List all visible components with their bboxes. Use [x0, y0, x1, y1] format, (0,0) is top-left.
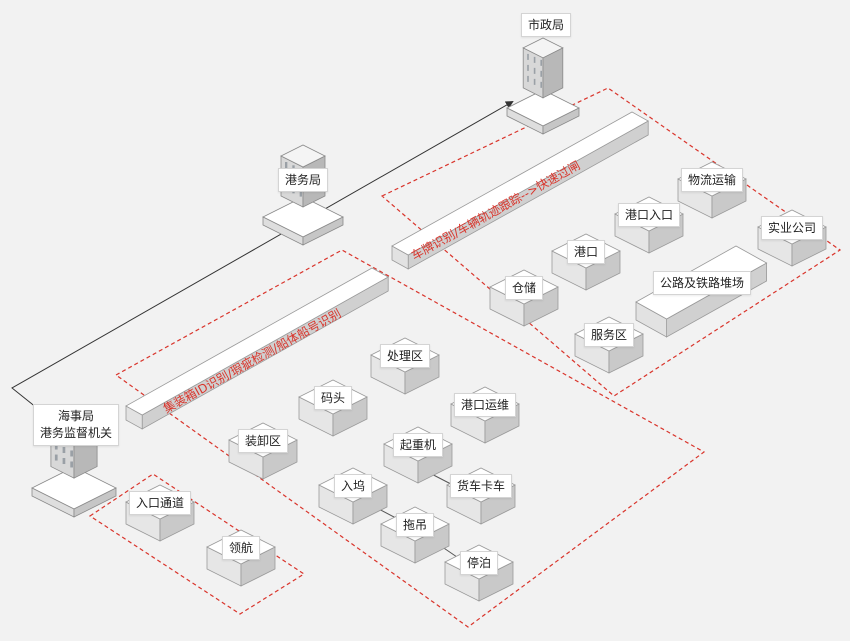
building-window [62, 458, 66, 465]
building-window [540, 59, 542, 66]
building-window [54, 443, 58, 450]
building-window [70, 461, 73, 468]
port-bureau-label: 港务局 [277, 168, 329, 192]
wharf-label: 码头 [313, 386, 353, 410]
zone-center-boundary [114, 249, 706, 628]
pilotage-label: 领航 [221, 536, 261, 560]
building-window [540, 70, 542, 77]
zone-left-boundary [88, 473, 306, 615]
building-window [527, 53, 529, 60]
loading-area-label: 装卸区 [237, 429, 289, 453]
service-area-label: 服务区 [583, 323, 635, 347]
entry-dock-label: 入坞 [333, 474, 373, 498]
center-zone-banner-slab [125, 267, 390, 430]
warehouse-label: 仓储 [504, 276, 544, 300]
building-window [533, 56, 536, 63]
towing-label: 拖吊 [395, 513, 435, 537]
building-window [285, 162, 288, 168]
entrance-channel-label: 入口通道 [128, 491, 192, 515]
truck-label: 货车卡车 [449, 474, 513, 498]
building-window [533, 67, 536, 74]
port-label: 港口 [566, 240, 606, 264]
building-window [527, 75, 529, 82]
port-maintenance-label: 港口运维 [453, 393, 517, 417]
port-entrance-label: 港口入口 [617, 203, 681, 227]
building-window [527, 64, 529, 71]
building-window [70, 450, 73, 457]
municipal-bureau-label: 市政局 [520, 13, 572, 37]
building-window [54, 454, 58, 461]
zone-right-boundary [380, 87, 842, 397]
berthing-label: 停泊 [459, 551, 499, 575]
industrial-company-label: 实业公司 [760, 216, 824, 240]
right-zone-banner-slab [391, 111, 650, 270]
building-window [540, 81, 542, 88]
building-window [299, 190, 302, 197]
crane-label: 起重机 [392, 433, 444, 457]
connection-arrow [11, 101, 514, 415]
maritime-bureau-label: 海事局 港务监督机关 [32, 404, 120, 446]
municipal-bureau-building [506, 37, 580, 135]
logistics-label: 物流运输 [680, 168, 744, 192]
highway-rail-yard-label: 公路及铁路堆场 [652, 271, 752, 295]
building-window [533, 78, 536, 85]
port-bureau-building [262, 144, 344, 246]
building-window [62, 447, 66, 454]
processing-area-label: 处理区 [379, 344, 431, 368]
